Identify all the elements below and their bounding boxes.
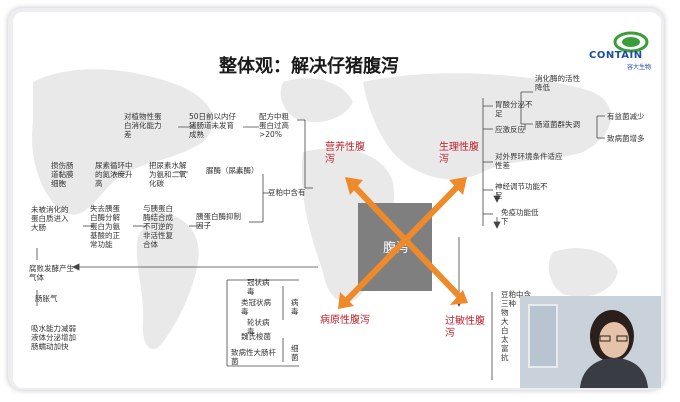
node-rotavirus: 轮状病 毒 — [247, 318, 270, 336]
node-lose-function: 失去胰蛋 白酶分解 蛋白为氨 基酸的正 常功能 — [90, 204, 120, 249]
page-title: 整体观：解决仔猪腹泻 — [219, 56, 399, 77]
world-map-background — [32, 69, 618, 350]
node-putrefy: 腐败发酵产生 气体 — [29, 264, 74, 282]
node-plant-protein: 对植物性蛋 白消化能力 差 — [124, 112, 162, 139]
node-gastric-acid: 胃酸分泌不 足 — [495, 100, 533, 118]
node-urea-hydrolysis: 把尿素水解 为氨和二氧 化碳 — [149, 161, 187, 188]
group-bacteria: 细 菌 — [291, 344, 299, 362]
node-bloat: 肠胀气 — [35, 294, 58, 303]
logo-subtitle: 容大生物 — [627, 64, 652, 71]
connector-lines — [36, 91, 605, 380]
node-mucosa-damage: 损伤肠 道黏膜 细胞 — [51, 161, 74, 188]
category-physiological: 生理性腹 泻 — [439, 142, 479, 165]
node-50-days: 50日前以内仔 猪肠道未发育 成熟 — [189, 112, 237, 139]
node-formula-protein: 配方中粗 蛋白过高 >20% — [259, 112, 289, 139]
node-flora: 肠道菌群失调 — [535, 120, 580, 129]
arrow-physiological — [343, 182, 462, 304]
node-immune: 免疫功能低 下 — [501, 208, 539, 226]
node-stress: 应激反应 — [495, 125, 525, 134]
arrowhead-pathogenic — [338, 292, 354, 309]
node-beneficial: 有益菌减少 — [607, 112, 645, 121]
node-trypsin-inhibitor: 胰蛋白酶抑制 因子 — [196, 212, 241, 230]
node-enzyme: 消化酶的活性 降低 — [535, 74, 580, 92]
contain-logo-icon — [613, 31, 649, 53]
node-complex: 与胰蛋白 酶结合成 不可逆的 非活性复 合体 — [143, 204, 173, 249]
node-coronavirus: 冠状病 毒 — [247, 278, 270, 296]
node-soybean: 豆粕中含有 — [268, 188, 306, 197]
node-pathogen-increase: 致病菌增多 — [607, 134, 645, 143]
node-environment: 对外界环境条件适应 性差 — [495, 152, 563, 170]
arrowhead-nutritional — [345, 177, 363, 195]
category-nutritional: 营养性腹 泻 — [325, 142, 365, 165]
webcam-video-overlay — [520, 296, 661, 388]
node-absorb: 吸水能力减弱 液体分泌增加 肠蠕动加快 — [31, 324, 76, 351]
orange-arrows — [338, 177, 468, 309]
node-coronavirus-like: 类冠状病 毒 — [241, 298, 271, 316]
arrowhead-allergic — [450, 290, 468, 305]
presenter-avatar — [520, 296, 661, 388]
node-urea-cycle: 尿素循环中 的氮浓度升 高 — [95, 161, 133, 188]
node-clostridium: 魏氏梭菌 — [241, 332, 271, 341]
node-undigested: 未被消化的 蛋白质进入 大肠 — [31, 205, 69, 232]
group-virus: 病 毒 — [291, 298, 299, 316]
node-ecoli: 致病性大肠杆 菌 — [231, 348, 276, 366]
node-urease: 脲酶（尿素酶） — [206, 166, 259, 175]
category-allergic: 过敏性腹 泻 — [445, 316, 485, 339]
node-nerve: 神经调节功能不 足 — [495, 182, 548, 200]
category-pathogenic: 病原性腹泻 — [320, 315, 370, 326]
slide: 腹泻 整体观：解决仔猪腹泻 CONTAIN 容大生物 营养性腹 泻 生理性腹 泻… — [13, 12, 661, 388]
node-allergy-partial: 豆粕中含 三种 物 大 白 太 富 抗 — [501, 290, 531, 362]
logo-wordmark: CONTAIN — [589, 50, 643, 61]
arrowhead-physiological — [449, 177, 467, 195]
